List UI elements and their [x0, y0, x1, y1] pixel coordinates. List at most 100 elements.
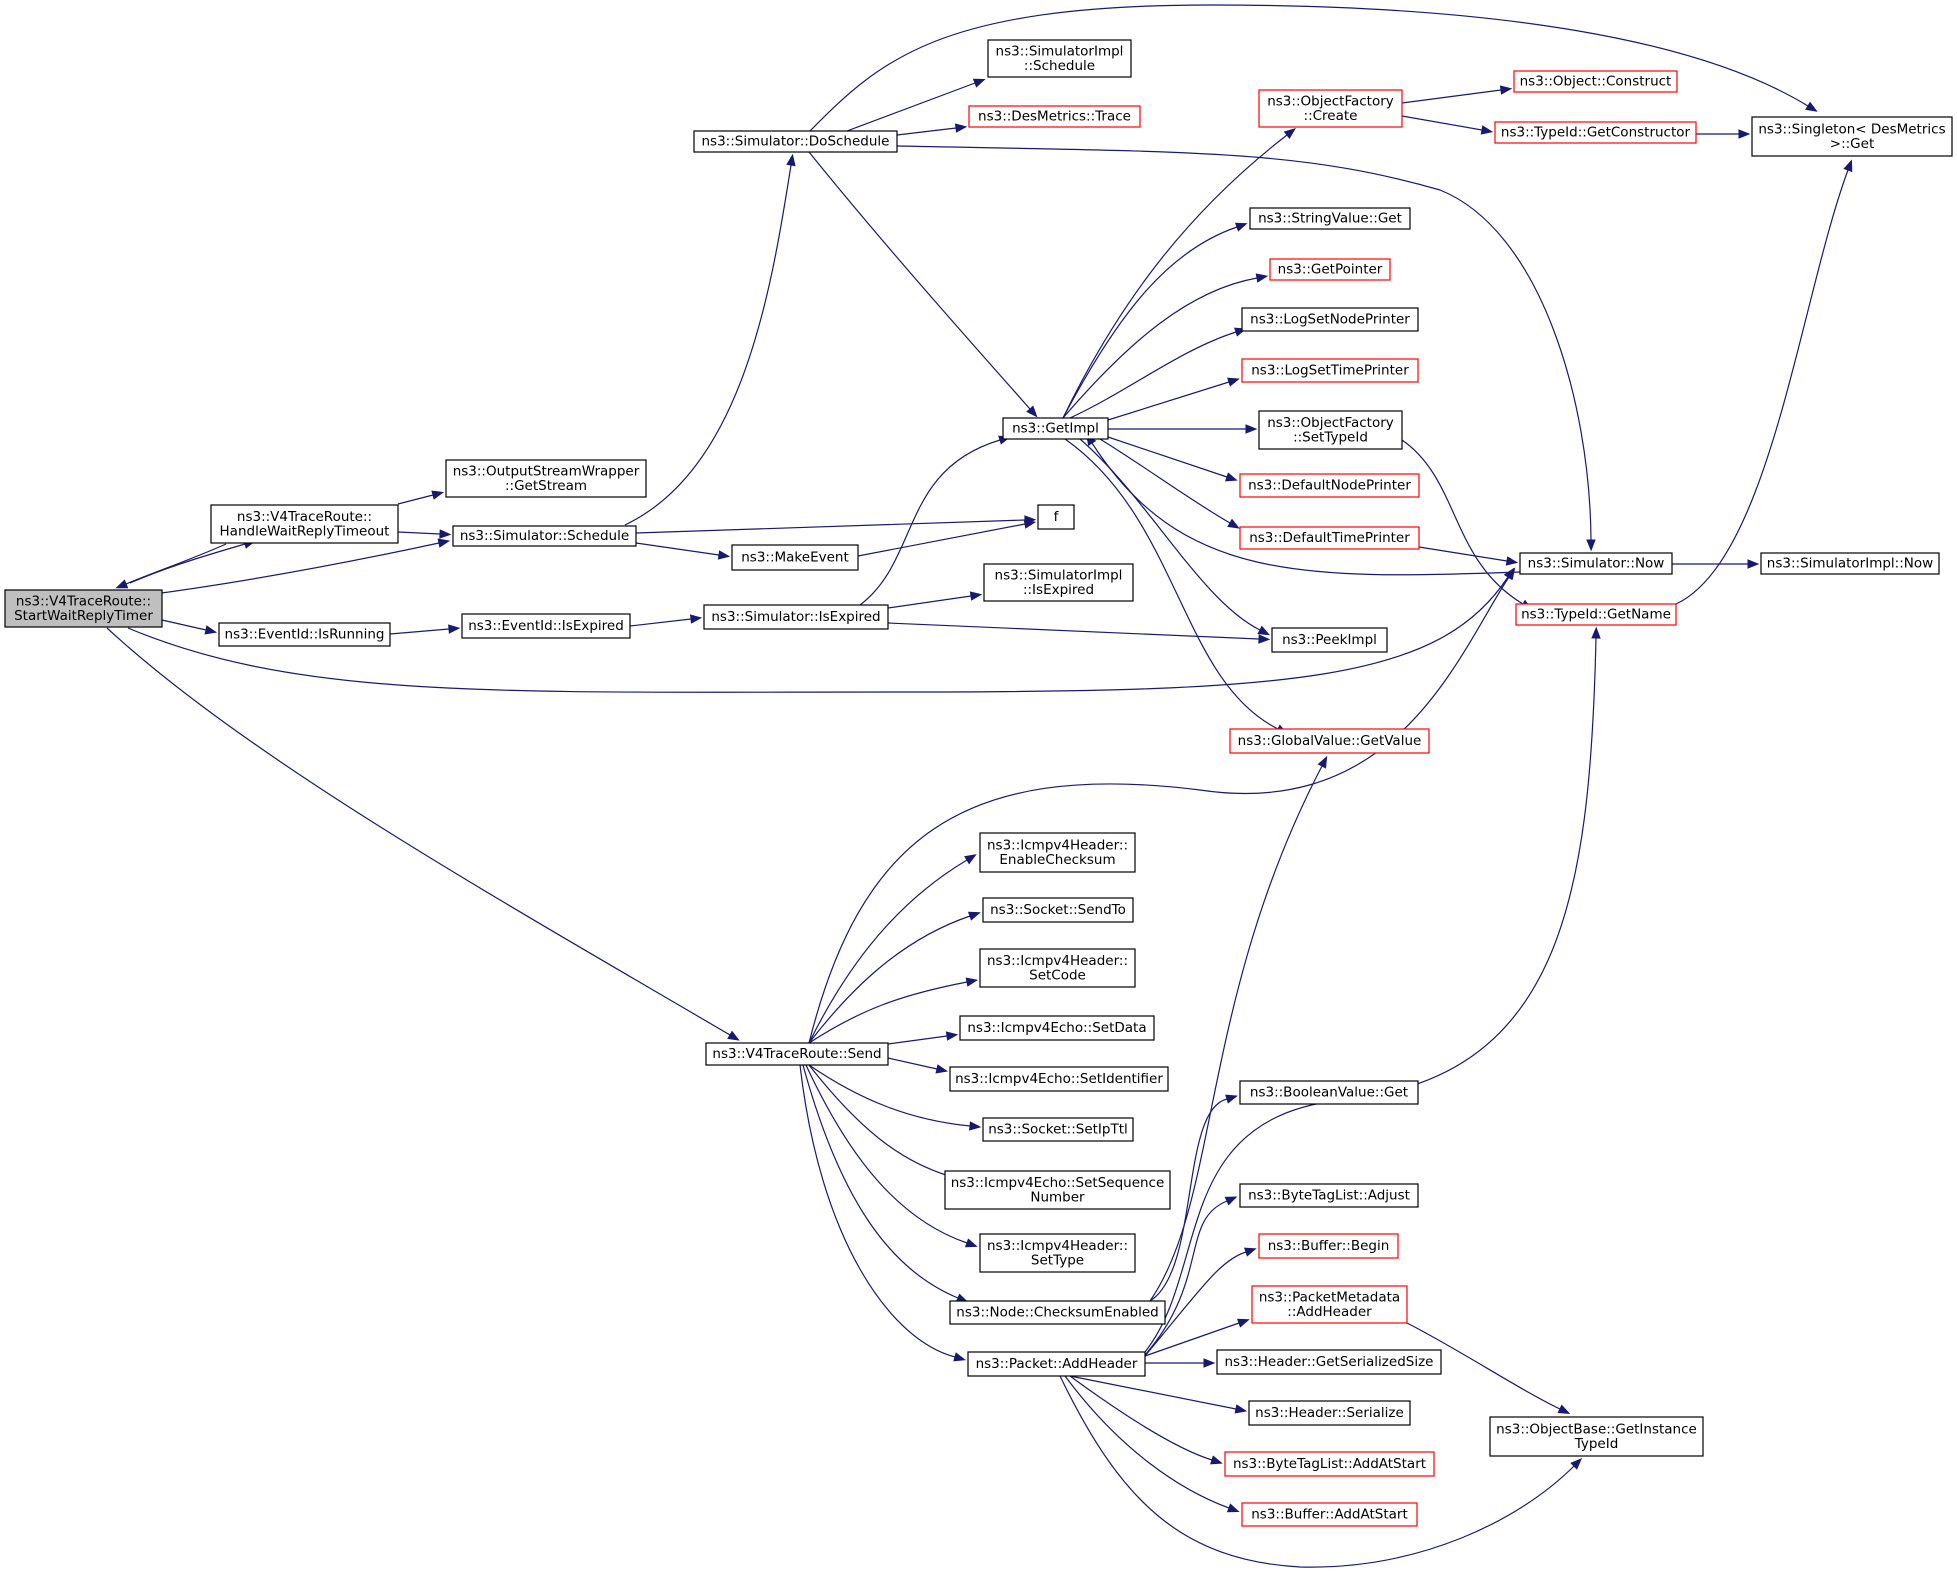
node-obj-fact-create[interactable]: ns3::ObjectFactory::Create: [1258, 89, 1403, 128]
node-label: ns3::Object::Construct: [1520, 74, 1672, 90]
node-ev-is-expired[interactable]: ns3::EventId::IsExpired: [461, 613, 631, 639]
node-icmp-set-code[interactable]: ns3::Icmpv4Header::SetCode: [979, 948, 1136, 988]
edge-v4send-to-icmp-set-type: [805, 1064, 968, 1244]
edge-arrowhead: [1570, 1458, 1583, 1470]
node-box: [1513, 70, 1678, 93]
node-label: SetCode: [1029, 967, 1086, 983]
edge-arrowhead: [1026, 405, 1038, 418]
node-echo-set-data[interactable]: ns3::Icmpv4Echo::SetData: [959, 1015, 1155, 1041]
node-pkt-add-header[interactable]: ns3::Packet::AddHeader: [967, 1351, 1146, 1377]
node-obj-fact-set-type[interactable]: ns3::ObjectFactory::SetTypeId: [1258, 410, 1403, 450]
node-label: ns3::BooleanValue::Get: [1250, 1085, 1408, 1101]
node-icmp-set-type[interactable]: ns3::Icmpv4Header::SetType: [979, 1233, 1136, 1273]
node-singleton-get[interactable]: ns3::Singleton< DesMetrics >::Get: [1751, 116, 1953, 157]
edge-pkt-add-header-to-btl-adjust: [1144, 1200, 1228, 1356]
edge-arrowhead: [1586, 539, 1596, 552]
node-bool-val-get[interactable]: ns3::BooleanValue::Get: [1239, 1080, 1419, 1105]
edge-arrowhead: [1234, 222, 1248, 232]
edge-sim-schedule-to-f: [635, 519, 1026, 534]
node-box: [210, 504, 399, 544]
edge-def-time-printer-to-sim-now: [1418, 546, 1508, 562]
node-btl-add-at-start[interactable]: ns3::ByteTagList::AddAtStart: [1224, 1451, 1435, 1477]
node-sim-do-schedule[interactable]: ns3::Simulator::DoSchedule: [693, 130, 898, 153]
node-label: ns3::Socket::SendTo: [990, 902, 1126, 918]
node-f[interactable]: f: [1037, 504, 1075, 530]
node-peek-impl[interactable]: ns3::PeekImpl: [1271, 627, 1388, 653]
edge-get-impl-to-def-time-printer: [1099, 438, 1231, 524]
node-hdr-get-size[interactable]: ns3::Header::GetSerializedSize: [1216, 1349, 1442, 1375]
node-label: ns3::SimulatorImpl::Now: [1767, 556, 1933, 572]
node-box: [445, 459, 647, 498]
node-label: ns3::Icmpv4Echo::SetIdentifier: [955, 1071, 1163, 1087]
node-label: ns3::TypeId::GetConstructor: [1501, 125, 1691, 141]
node-log-node-printer[interactable]: ns3::LogSetNodePrinter: [1241, 307, 1419, 332]
node-sim-now[interactable]: ns3::Simulator::Now: [1519, 552, 1673, 575]
node-get-pointer[interactable]: ns3::GetPointer: [1269, 258, 1391, 281]
node-sim-schedule[interactable]: ns3::Simulator::Schedule: [452, 525, 637, 547]
edge-arrowhead: [1747, 559, 1760, 569]
node-gv-get-value[interactable]: ns3::GlobalValue::GetValue: [1229, 728, 1430, 754]
edge-v4send-to-node-ck-enabled: [802, 1064, 959, 1299]
node-box: [705, 1042, 889, 1066]
edge-v4send-to-echo-set-data: [887, 1035, 948, 1045]
node-box: [452, 525, 637, 547]
edge-v4send-to-echo-set-id: [887, 1057, 938, 1070]
node-label: ns3::DefaultTimePrinter: [1249, 530, 1410, 546]
node-handle-wait[interactable]: ns3::V4TraceRoute::HandleWaitReplyTimeou…: [210, 504, 399, 544]
node-make-event[interactable]: ns3::MakeEvent: [731, 544, 859, 571]
node-echo-set-id[interactable]: ns3::Icmpv4Echo::SetIdentifier: [949, 1066, 1169, 1092]
node-v4send[interactable]: ns3::V4TraceRoute::Send: [705, 1042, 889, 1066]
edge-arrowhead: [1226, 1503, 1240, 1513]
node-btl-adjust[interactable]: ns3::ByteTagList::Adjust: [1239, 1183, 1419, 1208]
node-sim-is-expired[interactable]: ns3::Simulator::IsExpired: [703, 604, 889, 630]
node-label: ns3::V4TraceRoute::: [16, 593, 151, 609]
node-sock-send-to[interactable]: ns3::Socket::SendTo: [982, 897, 1134, 923]
edge-pm-add-header-to-ob-get-inst-type-id: [1406, 1322, 1561, 1410]
node-hdr-serialize[interactable]: ns3::Header::Serialize: [1248, 1400, 1411, 1426]
node-label: ::GetStream: [505, 478, 587, 494]
node-str-val-get[interactable]: ns3::StringValue::Get: [1249, 207, 1411, 230]
node-impl-is-expired[interactable]: ns3::SimulatorImpl::IsExpired: [983, 563, 1134, 602]
edge-arrowhead: [689, 614, 703, 624]
node-icmp-enable-ck[interactable]: ns3::Icmpv4Header::EnableChecksum: [979, 832, 1136, 873]
edge-ev-is-running-to-ev-is-expired: [389, 628, 450, 635]
node-log-time-printer[interactable]: ns3::LogSetTimePrinter: [1241, 358, 1419, 383]
node-label: ns3::Icmpv4Header::: [987, 1238, 1128, 1254]
node-ev-is-running[interactable]: ns3::EventId::IsRunning: [218, 622, 391, 647]
node-label: ns3::LogSetNodePrinter: [1250, 312, 1410, 328]
node-def-time-printer[interactable]: ns3::DefaultTimePrinter: [1239, 526, 1420, 550]
node-type-id-get-ctor[interactable]: ns3::TypeId::GetConstructor: [1494, 121, 1697, 144]
edge-sim-do-schedule-to-sim-now: [896, 145, 1592, 541]
node-buf-begin[interactable]: ns3::Buffer::Begin: [1258, 1233, 1399, 1259]
node-def-node-printer[interactable]: ns3::DefaultNodePrinter: [1239, 473, 1420, 498]
node-box: [1760, 552, 1940, 575]
node-impl-schedule[interactable]: ns3::SimulatorImpl::Schedule: [987, 39, 1132, 78]
edge-arrowhead: [935, 1064, 949, 1074]
edge-make-event-to-f: [857, 523, 1026, 557]
edge-obj-fact-set-type-to-type-id-get-name: [1401, 439, 1524, 605]
node-buf-add-at-start[interactable]: ns3::Buffer::AddAtStart: [1241, 1502, 1418, 1527]
node-impl-now[interactable]: ns3::SimulatorImpl::Now: [1760, 552, 1940, 575]
node-node-ck-enabled[interactable]: ns3::Node::ChecksumEnabled: [949, 1300, 1166, 1325]
node-pm-add-header[interactable]: ns3::PacketMetadata::AddHeader: [1251, 1285, 1408, 1324]
edge-arrowhead: [439, 529, 452, 539]
edge-arrowhead: [1227, 377, 1240, 387]
node-box: [1258, 410, 1403, 450]
edge-get-impl-to-gv-get-value: [1064, 438, 1279, 730]
node-label: ns3::DesMetrics::Trace: [978, 109, 1131, 125]
node-des-trace[interactable]: ns3::DesMetrics::Trace: [968, 105, 1141, 128]
node-label: ns3::ByteTagList::Adjust: [1248, 1188, 1410, 1204]
node-get-impl[interactable]: ns3::GetImpl: [1002, 417, 1109, 440]
node-box: [461, 613, 631, 639]
node-box: [982, 1117, 1134, 1142]
node-box: [1002, 417, 1109, 440]
node-out-stream[interactable]: ns3::OutputStreamWrapper::GetStream: [445, 459, 647, 498]
node-obj-construct[interactable]: ns3::Object::Construct: [1513, 70, 1678, 93]
node-box: [1519, 552, 1673, 575]
nodes-layer: ns3::V4TraceRoute::StartWaitReplyTimerns…: [4, 39, 1953, 1527]
edge-arrowhead: [1225, 472, 1238, 482]
node-sock-set-ip-ttl[interactable]: ns3::Socket::SetIpTtl: [982, 1117, 1134, 1142]
node-type-id-get-name[interactable]: ns3::TypeId::GetName: [1515, 603, 1677, 626]
